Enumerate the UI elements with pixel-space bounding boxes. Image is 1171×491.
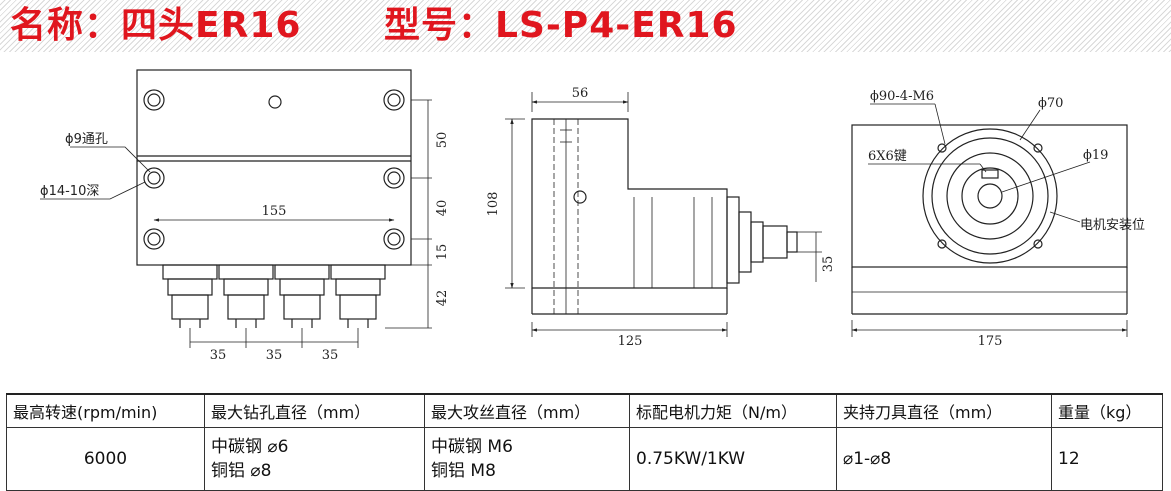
spec-tap-copper: 铜铝 M8 bbox=[431, 461, 496, 481]
key-label: 6X6键 bbox=[868, 149, 907, 164]
product-model: 型号：LS-P4-ER16 bbox=[384, 5, 738, 46]
front-hole-br bbox=[383, 228, 405, 250]
collet-holder-3 bbox=[274, 264, 330, 328]
front-dim-40: 40 bbox=[435, 200, 450, 217]
front-center-hole bbox=[268, 95, 282, 109]
front-dim-pitch-1: 35 bbox=[210, 348, 227, 363]
spec-value-row: 6000 中碳钢 ⌀6 铜铝 ⌀8 中碳钢 M6 铜铝 M8 0.75KW/1K… bbox=[6, 427, 1163, 491]
side-dim-35: 35 bbox=[821, 256, 836, 273]
spec-table: 最高转速(rpm/min) 最大钻孔直径（mm） 最大攻丝直径（mm） 标配电机… bbox=[6, 393, 1163, 491]
collet-holder-4 bbox=[330, 264, 386, 328]
front-dim-pitch-3: 35 bbox=[322, 348, 339, 363]
end-dim-175: 175 bbox=[978, 334, 1003, 349]
end-body bbox=[851, 124, 1128, 268]
bolt-circle-label: ϕ90-4-M6 bbox=[870, 89, 934, 104]
outer-dia-label: ϕ70 bbox=[1038, 96, 1063, 111]
front-hole-tr bbox=[383, 89, 405, 111]
front-hole-bl bbox=[143, 228, 165, 250]
spec-drill-steel: 中碳钢 ⌀6 bbox=[211, 437, 289, 457]
spec-tool-dia: ⌀1-⌀8 bbox=[836, 427, 1052, 491]
spec-weight: 12 bbox=[1051, 427, 1163, 491]
front-dim-42: 42 bbox=[435, 290, 450, 307]
spec-header-tool: 夹持刀具直径（mm） bbox=[836, 393, 1052, 428]
side-dim-125: 125 bbox=[618, 334, 643, 349]
spec-header-weight: 重量（kg） bbox=[1051, 393, 1163, 428]
spec-header-motor: 标配电机力矩（N/m） bbox=[629, 393, 837, 428]
front-hole-ml bbox=[143, 167, 165, 189]
front-dim-50: 50 bbox=[435, 132, 450, 149]
spec-speed: 6000 bbox=[6, 427, 205, 491]
end-view bbox=[851, 124, 1128, 315]
technical-drawing: 155 50 40 15 42 35 35 35 ϕ9通孔 ϕ14-10深 bbox=[40, 69, 1145, 363]
spec-tap: 中碳钢 M6 铜铝 M8 bbox=[424, 427, 630, 491]
key-slot bbox=[981, 169, 999, 179]
front-dim-15: 15 bbox=[435, 244, 450, 261]
spec-tap-steel: 中碳钢 M6 bbox=[431, 437, 513, 457]
shaft-dia-label: ϕ19 bbox=[1083, 148, 1108, 163]
front-dim-pitch-2: 35 bbox=[266, 348, 283, 363]
product-name: 名称：四头ER16 bbox=[10, 5, 302, 46]
side-dim-108: 108 bbox=[486, 192, 501, 217]
side-view bbox=[531, 118, 798, 315]
hole-through-label: ϕ9通孔 bbox=[65, 132, 108, 147]
front-body bbox=[136, 69, 412, 266]
shaft bbox=[977, 183, 1003, 209]
side-dim-56: 56 bbox=[572, 86, 589, 101]
front-view bbox=[136, 69, 412, 328]
collet-holder-2 bbox=[218, 264, 274, 328]
hole-deep-label: ϕ14-10深 bbox=[40, 184, 99, 199]
spec-header-drill: 最大钻孔直径（mm） bbox=[204, 393, 425, 428]
front-hole-tl bbox=[143, 89, 165, 111]
motor-flange bbox=[922, 128, 1058, 264]
front-hole-mr bbox=[383, 167, 405, 189]
header-banner: 名称：四头ER16 型号：LS-P4-ER16 bbox=[0, 0, 1171, 52]
spec-header-tap: 最大攻丝直径（mm） bbox=[424, 393, 630, 428]
spec-motor: 0.75KW/1KW bbox=[629, 427, 837, 491]
side-body bbox=[531, 118, 728, 289]
spec-drill-copper: 铜铝 ⌀8 bbox=[211, 461, 272, 481]
side-hole bbox=[573, 190, 587, 204]
spec-drill: 中碳钢 ⌀6 铜铝 ⌀8 bbox=[204, 427, 425, 491]
spec-header-speed: 最高转速(rpm/min) bbox=[6, 393, 205, 428]
front-dim-width: 155 bbox=[262, 204, 287, 219]
motor-mount-label: 电机安装位 bbox=[1080, 218, 1145, 233]
spec-header-row: 最高转速(rpm/min) 最大钻孔直径（mm） 最大攻丝直径（mm） 标配电机… bbox=[6, 393, 1163, 428]
collet-holder-1 bbox=[162, 264, 218, 328]
